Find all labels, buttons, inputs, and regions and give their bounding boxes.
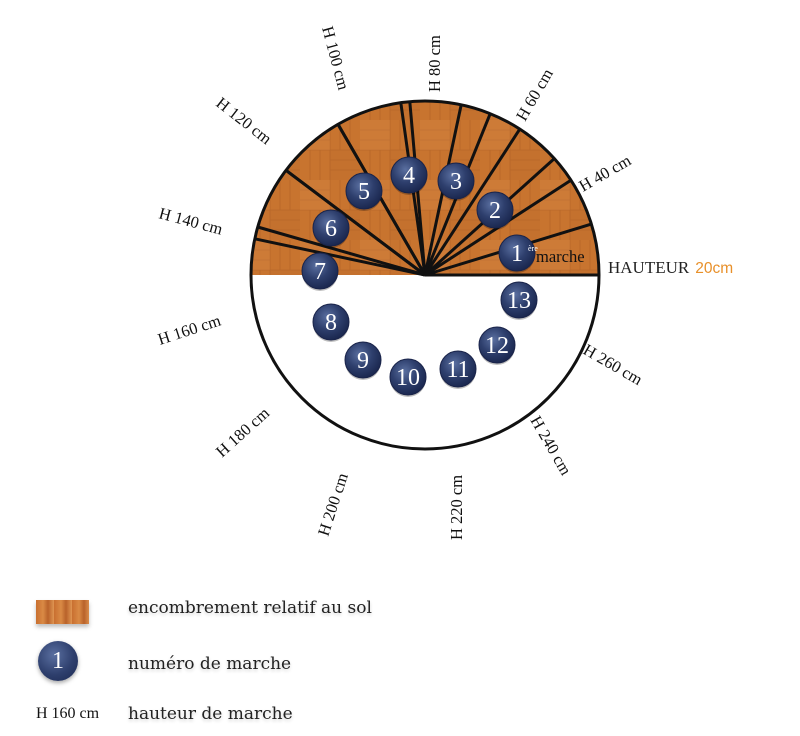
step-number-11: 11 [446,357,469,383]
legend-footprint-text: encombrement relatif au sol [128,598,372,618]
height-label-4: H 100 cm [318,24,353,92]
step-number-7: 7 [314,259,326,285]
height-label-6: H 140 cm [157,204,225,239]
step-badge-5: 5 [345,172,383,211]
step-number-3: 3 [450,169,462,195]
hauteur-label: HAUTEUR [608,258,690,277]
legend-height-sample: H 160 cm [36,705,100,722]
step-divider-7 [254,237,426,277]
height-label-2: H 60 cm [512,65,557,124]
height-label-12: H 260 cm [580,340,646,389]
step-number-13: 13 [507,288,531,314]
step-number-8: 8 [325,310,337,336]
height-label-1: H 40 cm [576,151,635,196]
height-label-3: H 80 cm [425,35,444,92]
step-number-4: 4 [403,163,415,189]
step-badge-3: 3 [437,162,475,201]
step-number-1: 1 [511,241,523,267]
step-badge-8: 8 [312,303,350,342]
height-label-7: H 160 cm [155,311,223,349]
legend-wood-swatch [36,600,89,624]
step-badge-13: 13 [500,281,538,320]
height-label-8: H 180 cm [212,403,273,461]
legend-height-text: hauteur de marche [128,704,293,724]
step-badge-4: 4 [390,156,428,195]
step-number-10: 10 [396,365,420,391]
step-badge-11: 11 [439,350,477,389]
legend-step-number-text: numéro de marche [128,654,292,674]
step-divider-lines [254,101,599,277]
step-number-2: 2 [489,198,501,224]
step-number-6: 6 [325,216,337,242]
step-badge-2: 2 [476,191,514,230]
first-step-superscript: ère [528,244,538,253]
height-label-11: H 240 cm [527,413,576,479]
step-badge-10: 10 [389,358,427,397]
hauteur-value: 20cm [695,260,734,277]
step-number-12: 12 [485,333,509,359]
step-badge-12: 12 [478,326,516,365]
height-label-5: H 120 cm [213,93,276,148]
step-number-5: 5 [358,179,370,205]
step-divider-8 [257,225,426,277]
step-divider-9 [285,169,426,277]
height-label-10: H 220 cm [447,475,466,540]
stair-outer-ring [249,99,601,451]
step-badge-1: 1 [498,234,536,273]
first-step-word: marche [536,247,585,266]
legend-step-badge: 1 [38,641,78,681]
step-number-9: 9 [357,348,369,374]
step-badge-6: 6 [312,209,350,248]
step-height-indicator: HAUTEUR 20cm [608,258,733,278]
step-divider-10 [336,123,427,276]
step-divider-13 [423,128,522,276]
step-badge-7: 7 [301,252,339,291]
height-label-9: H 200 cm [314,470,352,538]
step-badge-9: 9 [344,341,382,380]
